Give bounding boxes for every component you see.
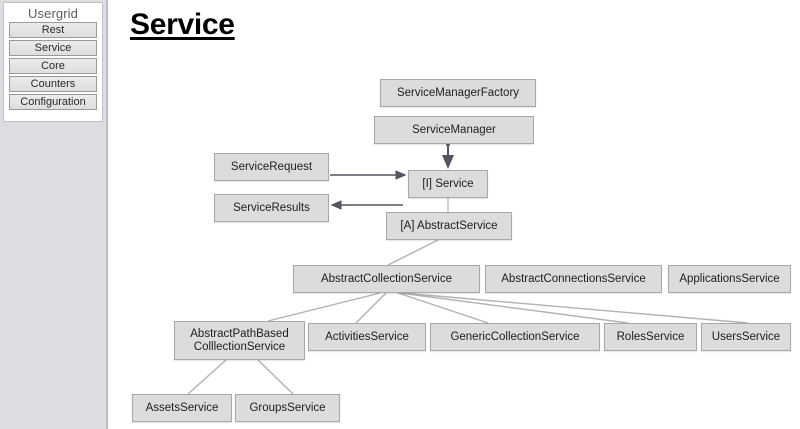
edge-apbcs-to-groups-service bbox=[257, 359, 294, 395]
node-abstract-service[interactable]: [A] AbstractService bbox=[386, 212, 512, 240]
edge-apbcs-to-assets-service bbox=[187, 359, 227, 395]
node-service-results[interactable]: ServiceResults bbox=[214, 194, 329, 222]
sidebar-item-core[interactable]: Core bbox=[9, 58, 97, 74]
node-generic-collection-service[interactable]: GenericCollectionService bbox=[430, 323, 600, 351]
sidebar: Usergrid Rest Service Core Counters Conf… bbox=[0, 0, 108, 429]
edge-abstract-service-to-abstract-collection-service bbox=[387, 239, 439, 266]
sidebar-item-counters[interactable]: Counters bbox=[9, 76, 97, 92]
sidebar-title: Usergrid bbox=[28, 6, 78, 21]
edge-acs-to-roles-service bbox=[399, 292, 629, 324]
node-applications-service[interactable]: ApplicationsService bbox=[668, 265, 791, 293]
page-title: Service bbox=[130, 8, 235, 41]
node-abstract-collection-service[interactable]: AbstractCollectionService bbox=[293, 265, 480, 293]
diagram-canvas: Service bbox=[108, 0, 800, 429]
node-activities-service[interactable]: ActivitiesService bbox=[308, 323, 426, 351]
sidebar-item-service[interactable]: Service bbox=[9, 40, 97, 56]
edge-acs-to-activities-service bbox=[355, 292, 387, 324]
node-service-interface[interactable]: [I] Service bbox=[408, 170, 488, 198]
edge-acs-to-abstract-path-based bbox=[267, 292, 381, 322]
sidebar-nav-card: Usergrid Rest Service Core Counters Conf… bbox=[3, 2, 103, 122]
sidebar-item-configuration[interactable]: Configuration bbox=[9, 94, 97, 110]
node-abstract-connections-service[interactable]: AbstractConnectionsService bbox=[485, 265, 662, 293]
node-abstract-path-based-collection-service[interactable]: AbstractPathBased ColllectionService bbox=[174, 321, 305, 360]
node-service-manager[interactable]: ServiceManager bbox=[374, 116, 534, 144]
node-service-request[interactable]: ServiceRequest bbox=[214, 153, 329, 181]
node-assets-service[interactable]: AssetsService bbox=[132, 394, 232, 422]
sidebar-item-rest[interactable]: Rest bbox=[9, 22, 97, 38]
node-service-manager-factory[interactable]: ServiceManagerFactory bbox=[380, 79, 536, 107]
node-groups-service[interactable]: GroupsService bbox=[235, 394, 340, 422]
edge-acs-to-users-service bbox=[401, 292, 749, 324]
edge-acs-to-generic-collection-service bbox=[397, 292, 489, 324]
node-users-service[interactable]: UsersService bbox=[701, 323, 791, 351]
node-roles-service[interactable]: RolesService bbox=[604, 323, 697, 351]
